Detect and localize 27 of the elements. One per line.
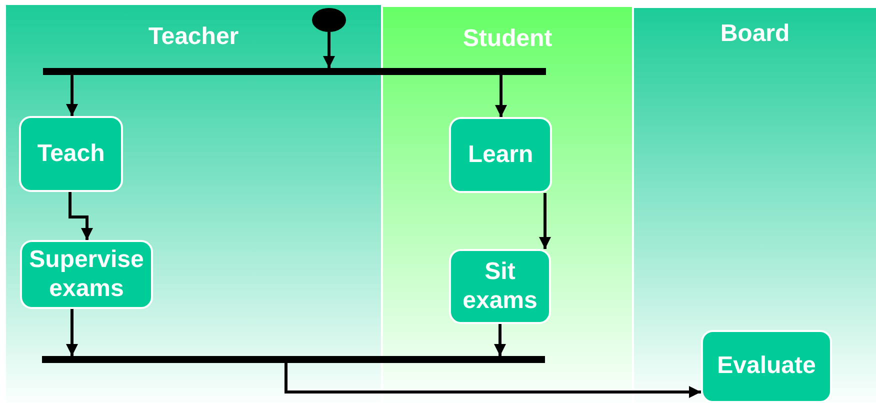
lane-title: Teacher [147, 23, 240, 51]
lane-title: Student [462, 25, 554, 53]
swimlane [634, 8, 876, 403]
lane-title: Board [719, 20, 791, 48]
sync-bar [42, 356, 545, 363]
activity-label: Sit exams [462, 258, 538, 316]
activity-label: Learn [468, 140, 534, 170]
activity-label: Evaluate [717, 352, 816, 381]
arrow [68, 192, 93, 240]
start-node [312, 8, 346, 32]
arrow [495, 75, 507, 117]
activity-label: Teach [37, 140, 105, 168]
arrow [66, 75, 78, 116]
arrow [323, 32, 335, 68]
swimlane [6, 5, 381, 403]
arrow [494, 324, 506, 356]
arrow [66, 309, 78, 356]
swimlane [383, 7, 632, 403]
activity-box [701, 330, 832, 403]
activity-box [19, 116, 123, 192]
activity-label: Supervise exams [28, 246, 145, 304]
arrow [539, 193, 551, 249]
activity-box [20, 240, 153, 309]
activity-box [449, 117, 552, 193]
activity-box [449, 249, 551, 324]
arrow [284, 363, 701, 398]
sync-bar [43, 68, 546, 75]
